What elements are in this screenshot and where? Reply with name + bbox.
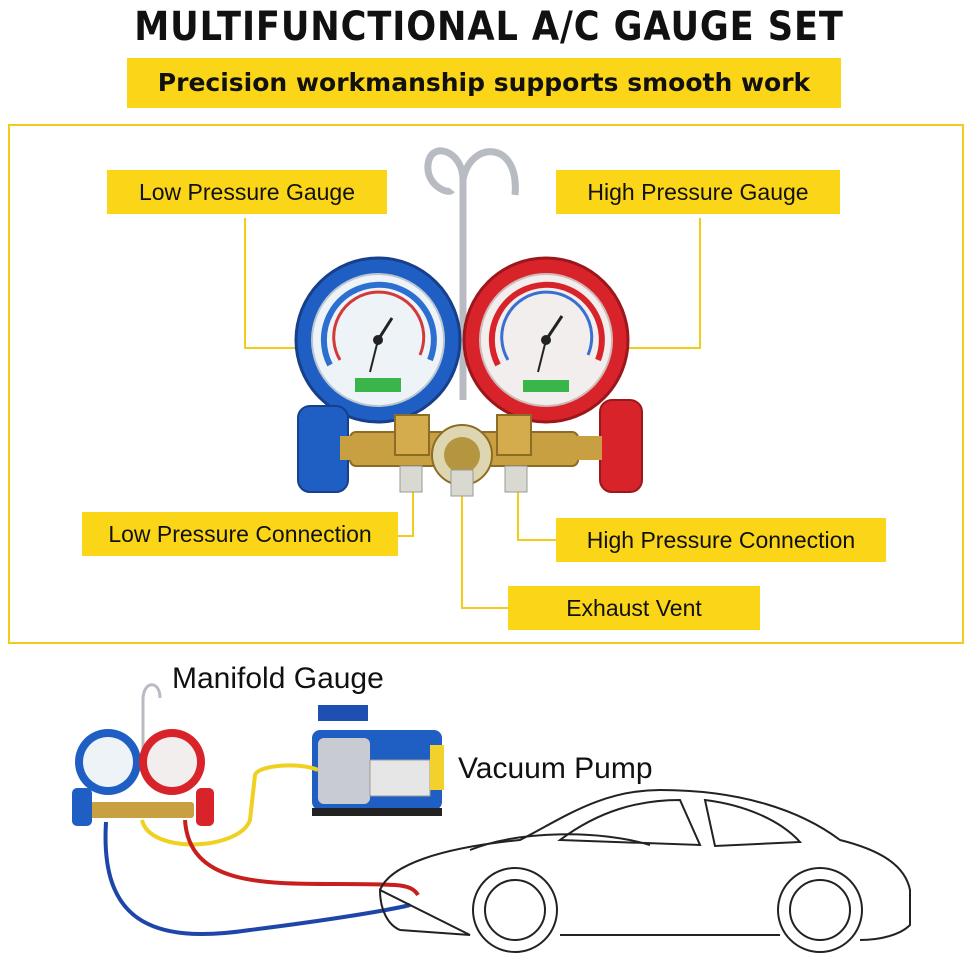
car-outline — [378, 788, 911, 953]
high-side-knob — [570, 399, 643, 493]
hoses — [103, 763, 420, 937]
callout-low-pressure-gauge: Low Pressure Gauge — [107, 170, 387, 214]
leader-low-connection — [398, 492, 414, 537]
hose-blue — [103, 821, 411, 937]
high-pressure-gauge — [462, 256, 630, 424]
hanger-hook — [424, 147, 519, 400]
callout-high-pressure-connection: High Pressure Connection — [556, 518, 886, 562]
manifold-gauge-label: Manifold Gauge — [172, 662, 384, 695]
low-pressure-gauge — [294, 256, 462, 424]
leader-exhaust — [461, 492, 508, 609]
leader-lines — [244, 218, 701, 609]
small-manifold — [72, 683, 214, 826]
callout-low-pressure-connection: Low Pressure Connection — [82, 512, 398, 556]
vacuum-pump-label: Vacuum Pump — [458, 752, 653, 785]
subtitle: Precision workmanship supports smooth wo… — [157, 68, 811, 97]
vacuum-pump-illustration — [312, 705, 444, 816]
page-title: MULTIFUNCTIONAL A/C GAUGE SET — [134, 4, 844, 50]
low-side-knob — [297, 405, 360, 493]
subtitle-banner — [127, 58, 841, 108]
hose-red — [183, 819, 420, 897]
leader-low-gauge — [244, 218, 305, 349]
callout-high-pressure-gauge: High Pressure Gauge — [556, 170, 840, 214]
callout-exhaust-vent: Exhaust Vent — [508, 586, 760, 630]
manifold-body — [349, 414, 579, 497]
product-panel — [8, 124, 964, 644]
hose-yellow — [140, 763, 319, 847]
leader-high-gauge — [620, 218, 701, 349]
leader-high-connection — [517, 492, 556, 541]
